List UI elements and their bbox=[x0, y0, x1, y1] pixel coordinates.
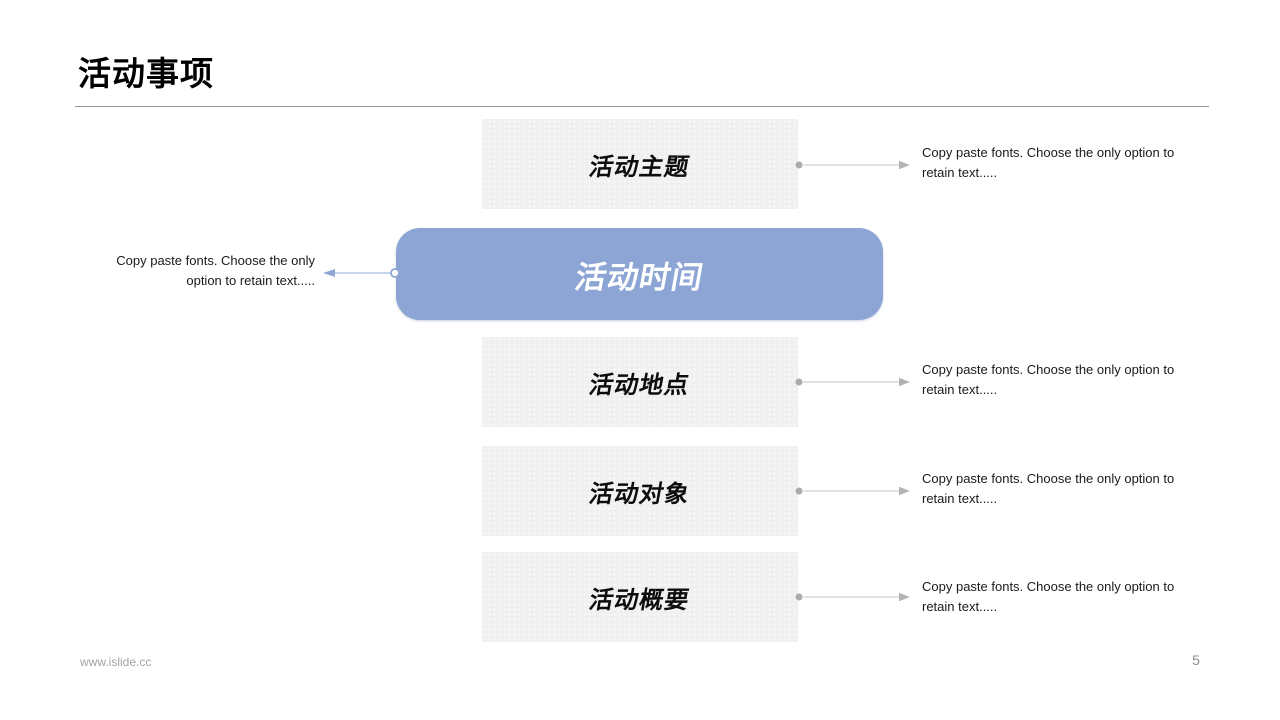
box-activity-location-label: 活动地点 bbox=[587, 371, 692, 399]
box-activity-theme: 活动主题 bbox=[482, 119, 798, 209]
arrow-right-connector bbox=[795, 377, 910, 387]
box-activity-summary-label: 活动概要 bbox=[587, 586, 692, 614]
arrowhead-right-icon bbox=[899, 160, 910, 170]
connector-ring bbox=[390, 268, 400, 278]
connector-dot bbox=[795, 378, 803, 386]
annotation-theme: Copy paste fonts. Choose the only option… bbox=[922, 145, 1175, 180]
footer-url: www.islide.cc bbox=[80, 655, 152, 669]
page-title: 活动事项 bbox=[78, 55, 214, 92]
page-number: 5 bbox=[1192, 652, 1200, 668]
connector-dot bbox=[795, 593, 803, 601]
arrowhead-right-icon bbox=[899, 592, 910, 602]
arrow-right-connector bbox=[795, 592, 910, 602]
box-activity-audience: 活动对象 bbox=[482, 446, 798, 536]
arrow-right-connector bbox=[795, 486, 910, 496]
arrow-right-connector bbox=[795, 160, 910, 170]
arrowhead-right-icon bbox=[899, 486, 910, 496]
arrowhead-left-icon bbox=[323, 269, 335, 277]
annotation-audience: Copy paste fonts. Choose the only option… bbox=[922, 471, 1175, 506]
annotation-location: Copy paste fonts. Choose the only option… bbox=[922, 362, 1175, 397]
box-activity-summary: 活动概要 bbox=[482, 552, 798, 642]
box-activity-location: 活动地点 bbox=[482, 337, 798, 427]
connector-dot bbox=[795, 161, 803, 169]
box-activity-time-label: 活动时间 bbox=[571, 259, 707, 295]
connector-dot bbox=[795, 487, 803, 495]
box-activity-theme-label: 活动主题 bbox=[587, 153, 692, 181]
annotation-time: Copy paste fonts. Choose the only option… bbox=[116, 253, 315, 288]
title-divider bbox=[75, 106, 1209, 107]
box-activity-time: 活动时间 bbox=[396, 228, 883, 320]
annotation-summary: Copy paste fonts. Choose the only option… bbox=[922, 579, 1175, 614]
arrowhead-right-icon bbox=[899, 377, 910, 387]
arrow-left-connector bbox=[323, 268, 400, 278]
box-activity-audience-label: 活动对象 bbox=[587, 480, 692, 508]
